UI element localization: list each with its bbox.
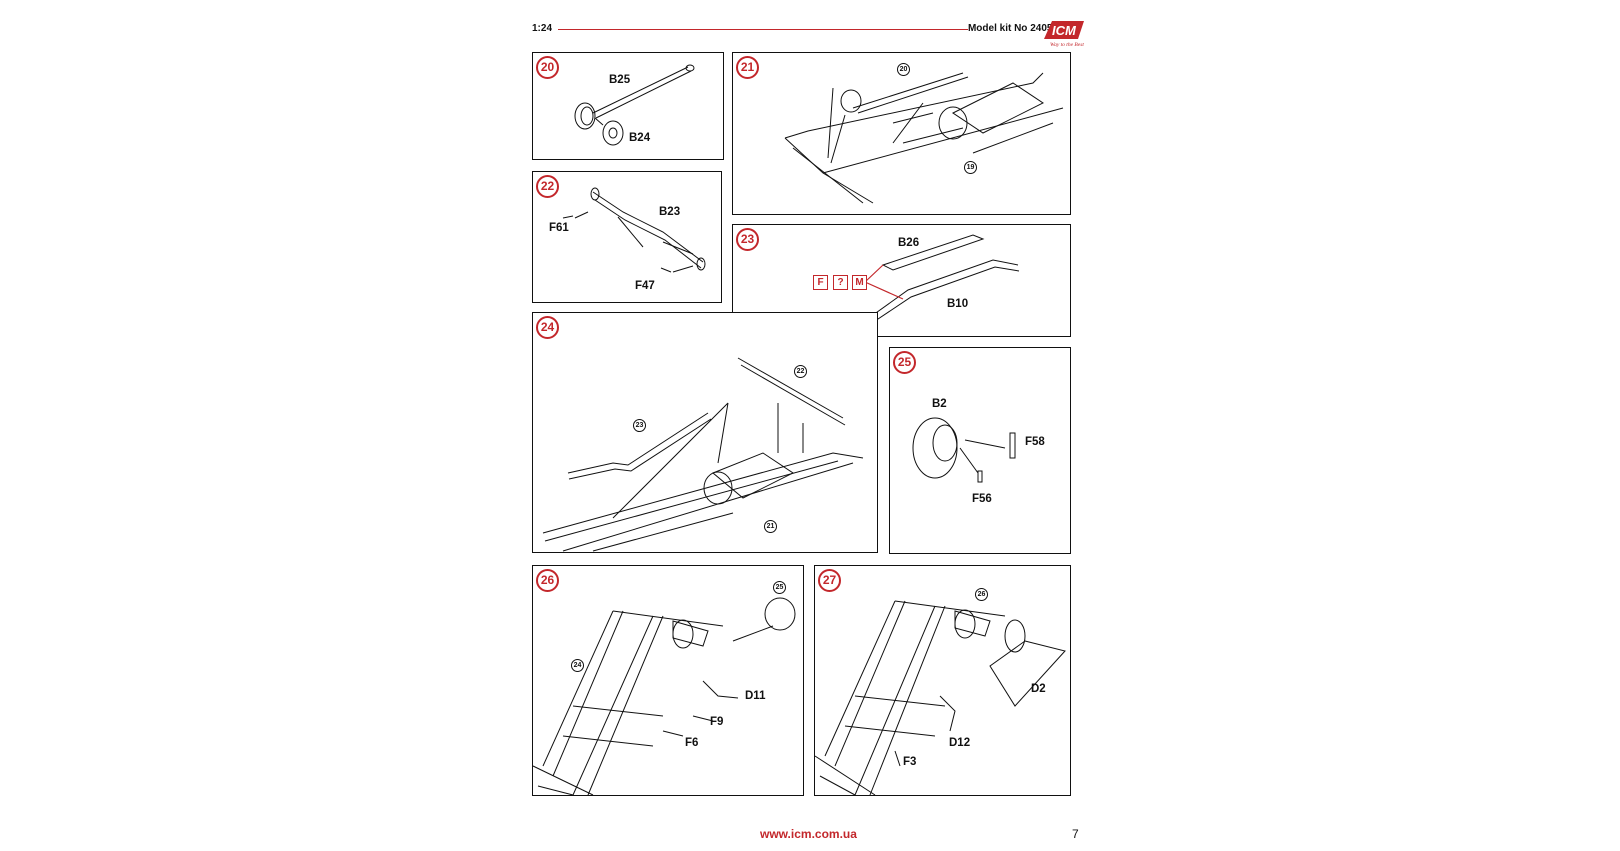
step-number: 24 <box>536 316 559 339</box>
step-20-panel: 20 B25 B24 <box>532 52 724 160</box>
part-label: B25 <box>609 74 631 86</box>
ref-step: 23 <box>633 419 646 432</box>
step-number: 27 <box>818 569 841 592</box>
paint-code: ? <box>833 275 848 290</box>
part-label: B2 <box>932 398 947 410</box>
icm-logo: ICM Way to the Best <box>1044 21 1084 48</box>
chassis-assembly-drawing <box>542 357 864 552</box>
kit-number: Model kit No 24053 <box>967 23 1058 34</box>
axle-shaft-drawing <box>574 64 695 146</box>
step-number: 23 <box>736 228 759 251</box>
part-label: F61 <box>549 222 569 234</box>
svg-text:Way to the Best: Way to the Best <box>1050 42 1084 48</box>
ref-step: 26 <box>975 588 988 601</box>
part-label: D2 <box>1031 683 1046 695</box>
step-27-panel: 27 26 D2 D12 F3 <box>814 565 1071 796</box>
step-26-panel: 26 25 24 D11 F9 F6 <box>532 565 804 796</box>
part-label: F6 <box>685 737 699 749</box>
part-label: F47 <box>635 280 655 292</box>
ref-step: 25 <box>773 581 786 594</box>
part-label: B23 <box>659 206 681 218</box>
part-label: D11 <box>745 690 766 702</box>
ref-step: 20 <box>897 63 910 76</box>
part-label: F9 <box>710 716 724 728</box>
paint-code: F <box>813 275 828 290</box>
ref-step: 22 <box>794 365 807 378</box>
step-number: 26 <box>536 569 559 592</box>
step-number: 22 <box>536 175 559 198</box>
part-label: F58 <box>1025 436 1045 448</box>
chassis-axle-drawing <box>784 72 1064 204</box>
rear-brake-drawing <box>814 600 1066 796</box>
step-number: 21 <box>736 56 759 79</box>
ref-step: 21 <box>764 520 777 533</box>
part-label: B24 <box>629 132 651 144</box>
footer-url[interactable]: www.icm.com.ua <box>760 827 857 841</box>
ref-step: 19 <box>964 161 977 174</box>
header-rule <box>558 29 968 30</box>
step-number: 20 <box>536 56 559 79</box>
step-22-panel: 22 B23 F61 F47 <box>532 171 722 303</box>
step-25-panel: 25 B2 F58 F56 <box>889 347 1071 554</box>
part-label: B10 <box>947 298 969 310</box>
part-label: B26 <box>898 237 920 249</box>
page-number: 7 <box>1072 827 1079 841</box>
part-label: D12 <box>949 737 971 749</box>
step-24-panel: 24 22 23 21 <box>532 312 878 553</box>
step-21-panel: 21 20 19 <box>732 52 1071 215</box>
ref-step: 24 <box>571 659 584 672</box>
leaf-spring-drawing <box>562 187 706 273</box>
svg-text:ICM: ICM <box>1052 23 1077 38</box>
scale-label: 1:24 <box>532 23 553 34</box>
paint-code: M <box>852 275 867 290</box>
instruction-page: 1:24 Model kit No 24053 ICM Way to the B… <box>530 12 1090 847</box>
part-label: F56 <box>972 493 992 505</box>
rear-axle-drawing <box>532 597 796 796</box>
step-number: 25 <box>893 351 916 374</box>
part-label: F3 <box>903 756 917 768</box>
brake-plate-drawing <box>912 417 1016 483</box>
